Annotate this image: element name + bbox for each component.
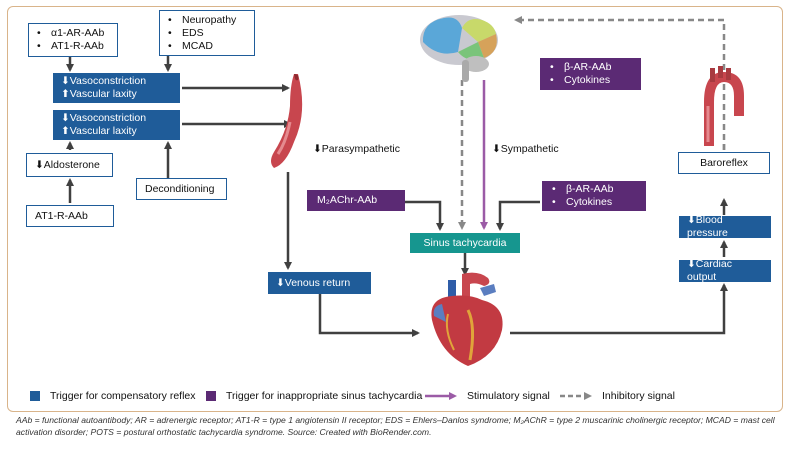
- legend-stimulatory-arrow-icon: [425, 392, 457, 400]
- vasoconstriction-box-top: ⬇Vasoconstriction ⬆Vascular laxity: [53, 73, 180, 103]
- aab-item-2: AT1-R-AAb: [51, 40, 104, 52]
- footnote: AAb = functional autoantibody; AR = adre…: [16, 415, 775, 437]
- sympathetic-label: ⬇Sympathetic: [492, 143, 559, 155]
- venous-return-box: ⬇Venous return: [268, 272, 371, 294]
- baroreflex-box: Baroreflex: [678, 152, 770, 174]
- autoantibody-list-box: • α1-AR-AAb • AT1-R-AAb: [28, 23, 118, 57]
- legend-swatch-purple: [206, 391, 216, 401]
- conditions-list-box: • Neuropathy • EDS • MCAD: [159, 10, 255, 56]
- legend-inappropriate: Trigger for inappropriate sinus tachycar…: [206, 390, 422, 402]
- legend-compensatory: Trigger for compensatory reflex: [30, 390, 196, 402]
- bullet: •: [168, 39, 172, 52]
- sinus-tachycardia-label: Sinus tachycardia: [423, 236, 507, 249]
- vaso-top-line-1: ⬇Vasoconstriction: [61, 75, 147, 87]
- legend-inhibitory-label: Inhibitory signal: [602, 390, 675, 402]
- venous-return-label: ⬇Venous return: [276, 276, 351, 289]
- cardiac-output-label: ⬇Cardiac output: [687, 258, 732, 283]
- parasympathetic-label: ⬇Parasympathetic: [313, 143, 400, 155]
- blood-pressure-label: ⬇Blood pressure: [687, 214, 728, 239]
- vaso-bottom-line-2: ⬆Vascular laxity: [61, 125, 137, 137]
- condition-item-3: MCAD: [182, 39, 213, 52]
- heart-illustration: [431, 272, 503, 366]
- beta-top-item-2: Cytokines: [564, 74, 611, 86]
- legend-inappropriate-label: Trigger for inappropriate sinus tachycar…: [226, 390, 423, 402]
- at1r-aab-label: AT1-R-AAb: [35, 209, 88, 222]
- deconditioning-box: Deconditioning: [136, 178, 227, 200]
- cardiac-output-box: ⬇Cardiac output: [679, 258, 771, 283]
- aorta-illustration: [704, 66, 744, 146]
- blood-pressure-box: ⬇Blood pressure: [679, 214, 771, 239]
- bullet: •: [552, 183, 556, 195]
- bullet: •: [552, 196, 556, 208]
- at1r-aab-box: AT1-R-AAb: [26, 205, 114, 227]
- vein-illustration: [271, 74, 303, 168]
- beta-ar-cytokines-box-middle: • β-AR-AAb • Cytokines: [542, 181, 646, 211]
- vaso-top-line-2: ⬆Vascular laxity: [61, 88, 137, 100]
- m2-achr-aab-box: M₂AChr-AAb: [307, 190, 405, 211]
- beta-ar-cytokines-box-top: • β-AR-AAb • Cytokines: [540, 58, 641, 90]
- legend-inhibitory-arrow-icon: [560, 392, 592, 400]
- legend-compensatory-label: Trigger for compensatory reflex: [50, 390, 196, 402]
- condition-item-2: EDS: [182, 26, 204, 39]
- vasoconstriction-box-bottom: ⬇Vasoconstriction ⬆Vascular laxity: [53, 110, 180, 140]
- legend-stimulatory: Stimulatory signal: [425, 390, 550, 402]
- sinus-tachycardia-box: Sinus tachycardia: [410, 233, 520, 253]
- beta-mid-item-1: β-AR-AAb: [566, 183, 614, 195]
- bullet: •: [37, 27, 41, 39]
- bullet: •: [168, 26, 172, 39]
- aab-item-1: α1-AR-AAb: [51, 27, 105, 39]
- arrow-venous-return-to-heart: [318, 292, 420, 337]
- bullet: •: [168, 13, 172, 26]
- legend-swatch-blue: [30, 391, 40, 401]
- brain-illustration: [420, 15, 498, 82]
- baroreflex-label: Baroreflex: [700, 156, 748, 169]
- arrow-beta-to-sinus: [496, 200, 540, 231]
- beta-top-item-1: β-AR-AAb: [564, 61, 612, 73]
- beta-mid-item-2: Cytokines: [566, 196, 613, 208]
- vaso-bottom-line-1: ⬇Vasoconstriction: [61, 112, 147, 124]
- aldosterone-box: ⬇Aldosterone: [26, 153, 113, 177]
- bullet: •: [550, 74, 554, 86]
- bullet: •: [37, 40, 41, 52]
- arrow-heart-to-cardiac-output: [510, 283, 728, 335]
- legend-stimulatory-label: Stimulatory signal: [467, 390, 550, 402]
- arrow-m2-to-sinus: [405, 200, 444, 231]
- m2-achr-aab-label: M₂AChr-AAb: [317, 194, 378, 206]
- bullet: •: [550, 61, 554, 73]
- condition-item-1: Neuropathy: [182, 13, 237, 26]
- aldosterone-label: ⬇Aldosterone: [35, 158, 100, 171]
- deconditioning-label: Deconditioning: [145, 182, 215, 195]
- legend-inhibitory: Inhibitory signal: [560, 390, 675, 402]
